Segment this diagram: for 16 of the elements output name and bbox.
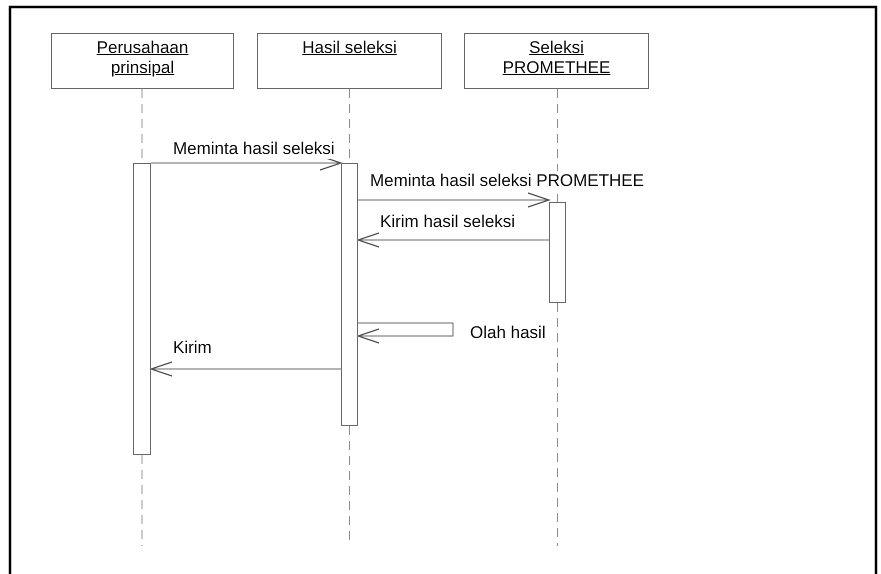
- participant-name: Perusahaan prinsipal: [96, 38, 190, 78]
- lifeline-header-box: [51, 33, 234, 89]
- participant-name: Hasil seleksi: [302, 38, 397, 58]
- edge-label: Meminta hasil seleksi: [172, 139, 336, 159]
- edge-label: Meminta hasil seleksi PROMETHEE: [369, 171, 645, 191]
- message-arrow: [150, 361, 342, 377]
- self-message-arrow: [357, 322, 454, 344]
- lifeline: [557, 302, 558, 546]
- lifeline-header-box: [257, 33, 442, 89]
- activation-bar: [133, 163, 151, 455]
- activation-bar: [341, 163, 358, 426]
- participant-name: Seleksi PROMETHEE: [502, 38, 612, 78]
- lifeline-header-box: [464, 33, 649, 89]
- message-arrow: [357, 232, 550, 248]
- message-arrow: [358, 192, 550, 208]
- activation-bar: [549, 202, 566, 303]
